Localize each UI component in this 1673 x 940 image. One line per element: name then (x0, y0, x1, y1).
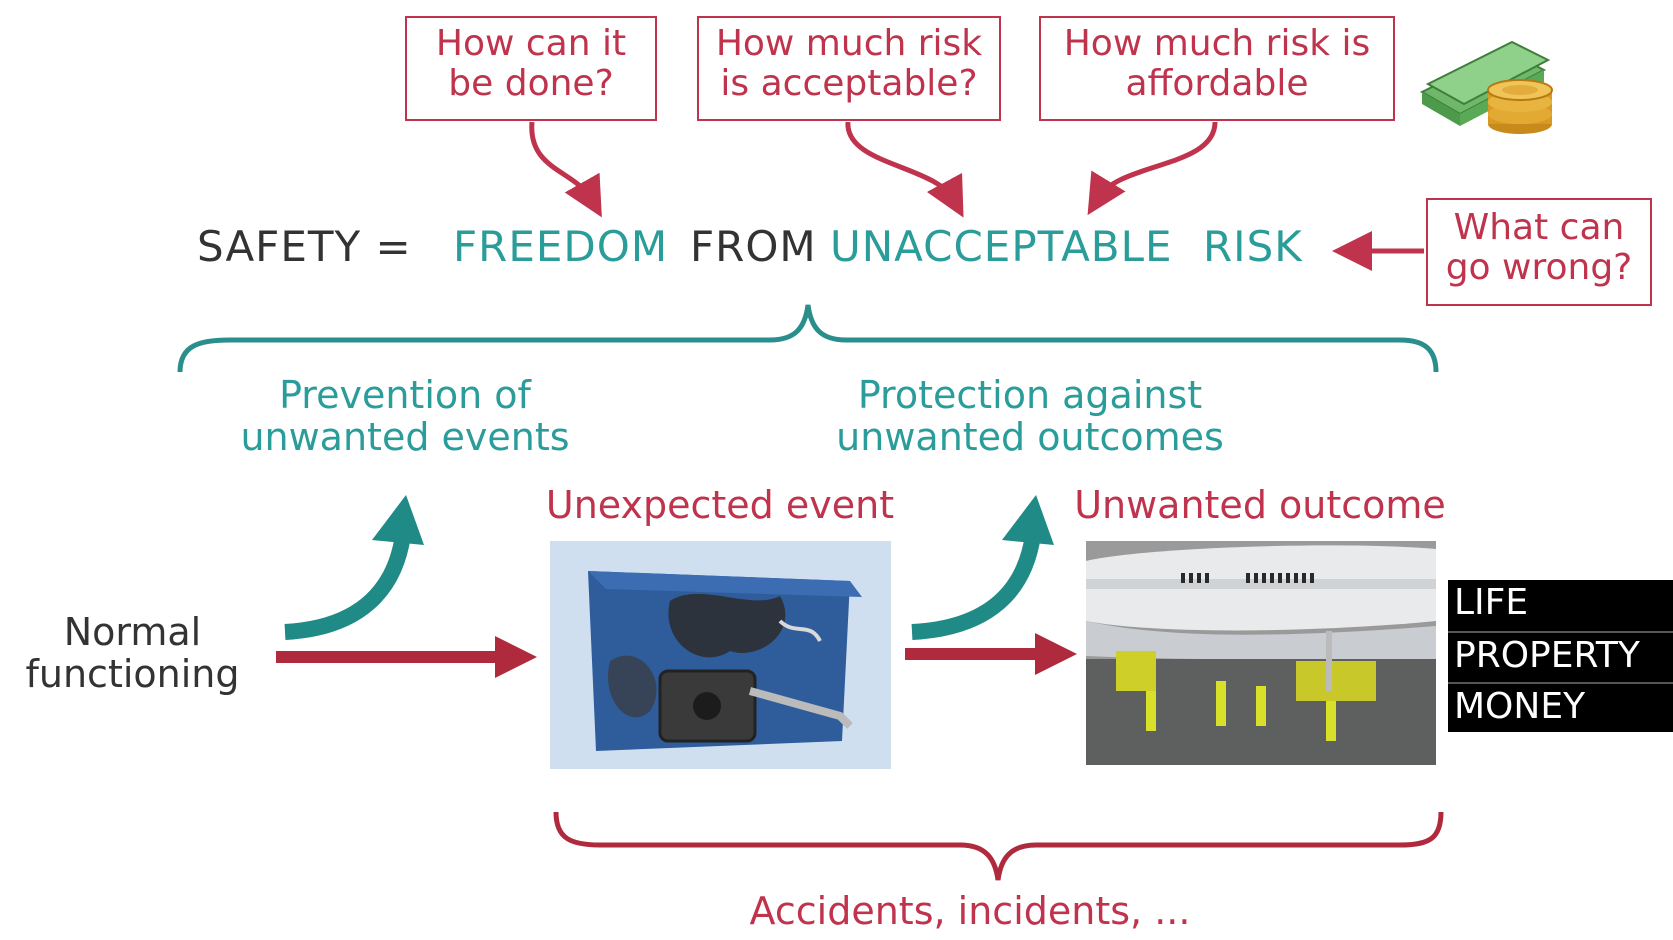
equation-safety: SAFETY = (197, 222, 412, 271)
question-how-much-affordable: How much risk is affordable (1039, 16, 1395, 121)
label-unexpected-event: Unexpected event (545, 483, 895, 527)
equation-freedom: FREEDOM (453, 222, 669, 271)
teal-brace (177, 304, 1439, 373)
label-protection: Protection against unwanted outcomes (836, 373, 1224, 459)
label-prevention: Prevention of unwanted events (240, 373, 570, 459)
label-normal-functioning: Normal functioning (25, 610, 240, 696)
equation-risk: RISK (1203, 222, 1303, 271)
impact-money: MONEY (1448, 682, 1673, 730)
impact-list: LIFE PROPERTY MONEY (1448, 580, 1673, 732)
arrow-acceptable (845, 121, 964, 218)
money-stack-coins-icon (1418, 30, 1568, 140)
teal-arrow-protection (911, 533, 1041, 640)
arrow-affordable (1087, 121, 1218, 216)
teal-arrow-prevention (284, 533, 411, 640)
equation-unacceptable: UNACCEPTABLE (830, 222, 1173, 271)
question-how-much-acceptable: How much risk is acceptable? (697, 16, 1001, 121)
question-how-done: How can it be done? (405, 16, 657, 121)
red-brace (553, 811, 1444, 881)
grounded-aircraft-photo (1086, 541, 1436, 765)
impact-life: LIFE (1448, 580, 1673, 626)
damaged-battery-box-photo (550, 541, 891, 769)
arrow-how-done (529, 121, 602, 218)
question-what-can-go-wrong: What can go wrong? (1426, 198, 1652, 306)
impact-property: PROPERTY (1448, 631, 1673, 679)
label-unwanted-outcome: Unwanted outcome (1074, 483, 1446, 527)
label-accidents-incidents: Accidents, incidents, ... (749, 889, 1191, 933)
equation-from: FROM (690, 222, 817, 271)
